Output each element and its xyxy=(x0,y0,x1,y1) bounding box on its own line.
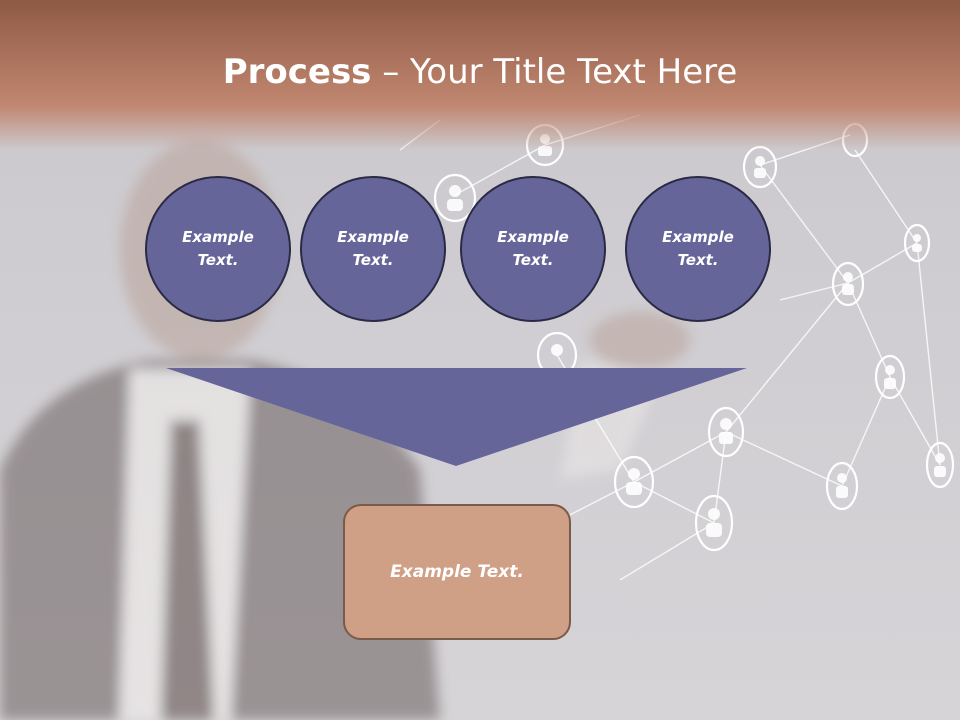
circle-1-line2: Text. xyxy=(197,251,239,269)
circle-3-line1: Example xyxy=(497,228,569,246)
circle-3-line2: Text. xyxy=(512,251,554,269)
slide-title: Process – Your Title Text Here xyxy=(0,52,960,92)
title-rest: – Your Title Text Here xyxy=(371,52,738,92)
title-bold: Process xyxy=(222,52,372,92)
result-box[interactable]: Example Text. xyxy=(343,504,571,640)
header-band xyxy=(0,0,960,150)
circle-1-line1: Example xyxy=(182,228,254,246)
circle-4-line2: Text. xyxy=(677,251,719,269)
circle-2-line2: Text. xyxy=(352,251,394,269)
circle-4-line1: Example xyxy=(662,228,734,246)
circle-2-line1: Example xyxy=(337,228,409,246)
result-box-label: Example Text. xyxy=(390,561,524,582)
